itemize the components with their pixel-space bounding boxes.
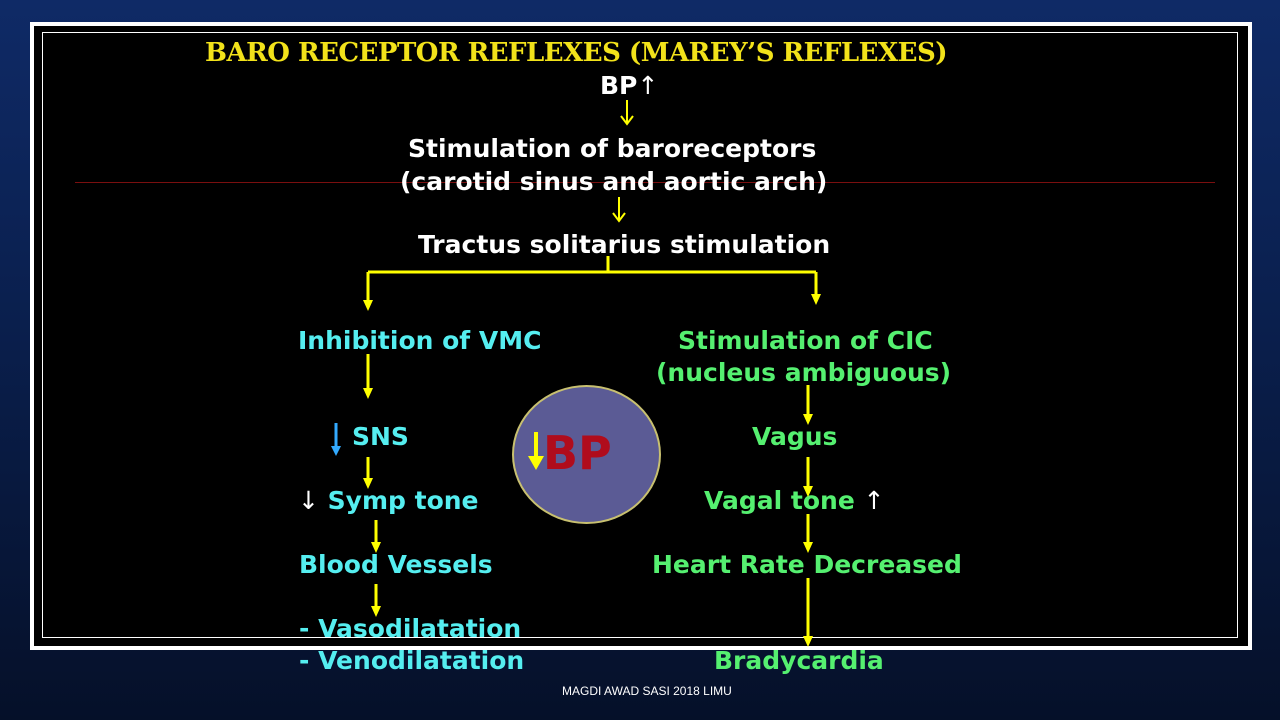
bradycardia-label: Bradycardia — [714, 646, 884, 675]
symp-tone-row: ↓ Symp tone — [298, 488, 479, 513]
bp-increase-label: BP↑ — [600, 73, 658, 98]
branch-connector — [366, 256, 818, 300]
down-arrow-icon: ↓ — [298, 486, 319, 515]
stimulation-cic-label: Stimulation of CIC — [678, 326, 933, 355]
sns-label: SNS — [352, 422, 409, 451]
nucleus-ambiguous-label: (nucleus ambiguous) — [656, 358, 952, 387]
up-arrow-icon: ↑ — [637, 71, 659, 100]
baroreceptor-location-label: (carotid sinus and aortic arch) — [400, 167, 828, 196]
vagal-tone-row: Vagal tone ↑ — [704, 488, 884, 513]
arrow-to-inhibition-vmc — [363, 300, 373, 311]
footer-credit: MAGDI AWAD SASI 2018 LIMU — [562, 684, 732, 698]
tractus-solitarius-label: Tractus solitarius stimulation — [418, 230, 831, 259]
bp-label: BP — [600, 71, 638, 100]
slide-title: BARO RECEPTOR REFLEXES (MAREY’S REFLEXES… — [205, 38, 948, 68]
stimulation-baroreceptors-label: Stimulation of baroreceptors — [408, 134, 817, 163]
arrow-to-stimulation-cic — [811, 294, 821, 305]
slide-canvas — [34, 26, 1248, 646]
arrow-stimulation-to-tractus — [612, 197, 626, 223]
divider-line — [75, 182, 1215, 183]
inhibition-vmc-label: Inhibition of VMC — [298, 326, 542, 355]
blood-vessels-label: Blood Vessels — [299, 550, 493, 579]
vagus-label: Vagus — [752, 422, 838, 451]
heart-rate-decreased-label: Heart Rate Decreased — [652, 550, 962, 579]
venodilatation-label: - Venodilatation — [299, 646, 525, 675]
slide-inner-border — [42, 32, 1238, 638]
arrow-bp-to-stimulation — [620, 100, 634, 126]
vasodilatation-label: - Vasodilatation — [299, 614, 522, 643]
symp-tone-label: Symp tone — [327, 486, 479, 515]
bp-down-arrow-icon — [528, 432, 544, 470]
sns-down-arrow-icon — [331, 423, 341, 456]
bp-decrease-label: BP — [543, 426, 612, 480]
up-arrow-icon: ↑ — [863, 486, 885, 515]
vagal-tone-label: Vagal tone — [704, 486, 855, 515]
